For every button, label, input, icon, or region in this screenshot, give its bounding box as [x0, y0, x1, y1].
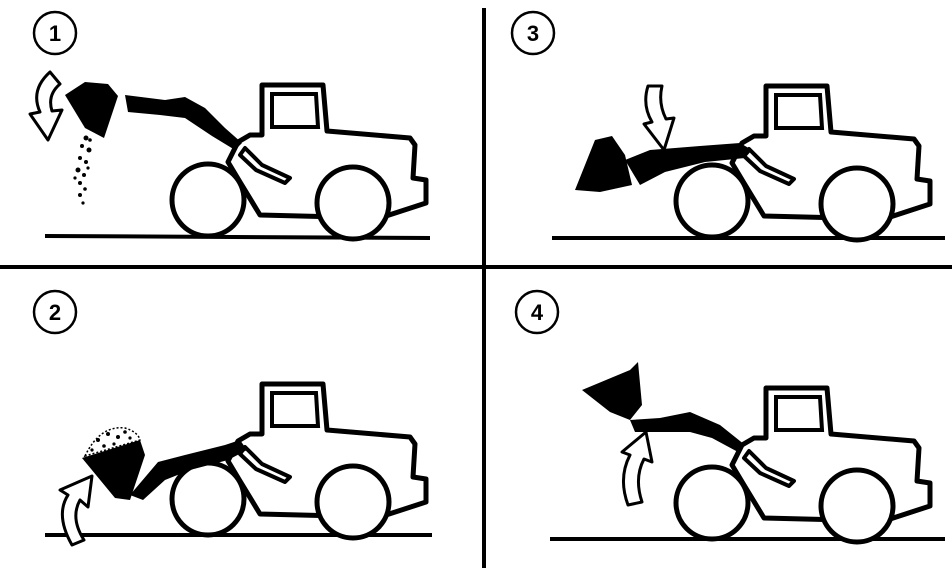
- arrow-up-icon: [620, 430, 654, 507]
- step-number-4: 4: [531, 300, 544, 325]
- panel-2: 2: [32, 289, 432, 547]
- step-badge-4: 4: [514, 289, 560, 335]
- rotate-up-icon: [58, 474, 94, 547]
- step-badge-1: 1: [32, 10, 78, 56]
- lift-arm: [125, 95, 242, 150]
- lift-arm: [630, 412, 745, 452]
- lift-arm: [130, 440, 247, 500]
- falling-material: [73, 135, 92, 205]
- wheel-loader-body: [676, 388, 930, 542]
- step-badge-3: 3: [510, 10, 556, 56]
- arrow-down-icon: [642, 84, 676, 152]
- panel-1: 1: [28, 10, 431, 239]
- bucket: [575, 136, 632, 192]
- bucket: [82, 440, 145, 500]
- step-badge-2: 2: [32, 289, 78, 335]
- step-number-3: 3: [527, 21, 539, 46]
- panel-4: 4: [514, 289, 945, 542]
- rotate-down-icon: [28, 70, 64, 142]
- step-number-1: 1: [49, 21, 61, 46]
- step-number-2: 2: [49, 300, 61, 325]
- wheel-loader-body: [172, 85, 426, 239]
- bucket-load: [83, 427, 141, 458]
- panel-3: 3: [510, 10, 945, 240]
- wheel-loader-body: [676, 86, 930, 240]
- lift-arm: [625, 143, 752, 185]
- bucket: [582, 362, 642, 420]
- bucket: [65, 82, 118, 138]
